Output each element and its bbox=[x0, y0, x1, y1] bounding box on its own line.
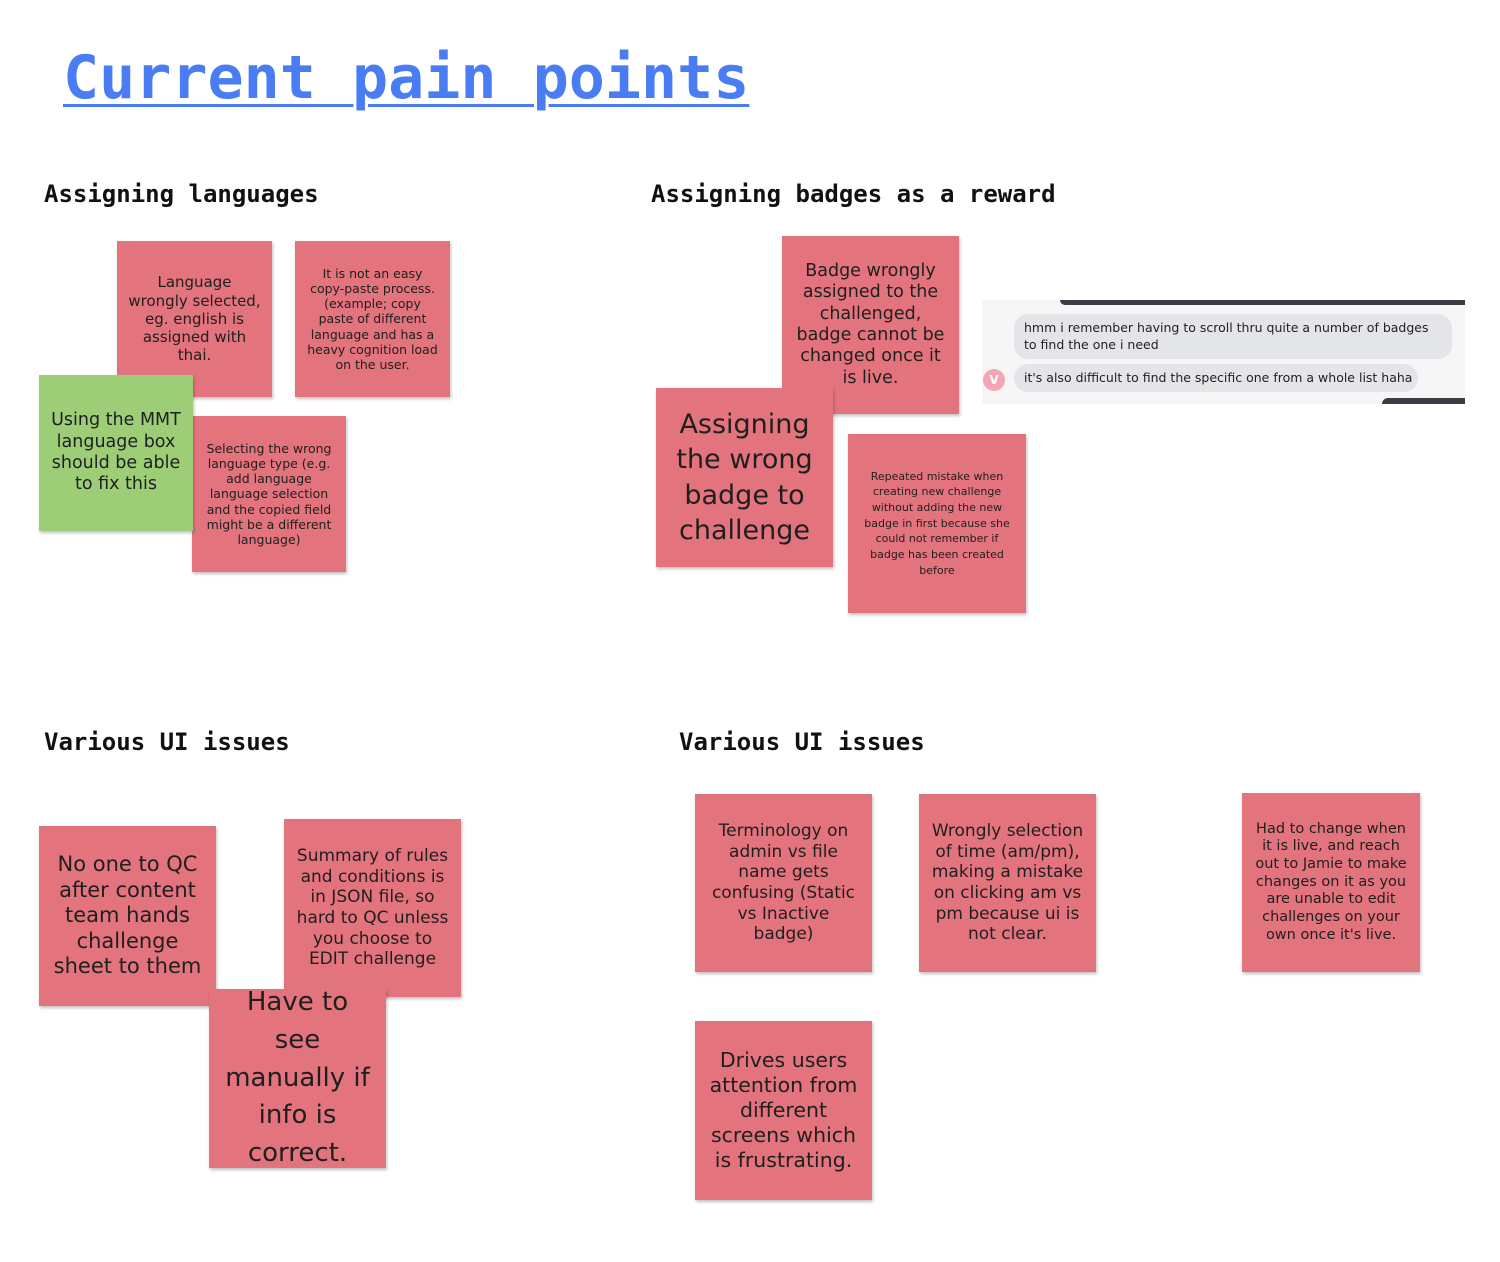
sticky-note-text: Summary of rules and conditions is in JS… bbox=[296, 845, 449, 970]
chat-screenshot: hmm i remember having to scroll thru qui… bbox=[982, 300, 1465, 404]
section-heading-ui-issues-right: Various UI issues bbox=[679, 728, 925, 756]
sticky-note-wrong-badge-to-challenge[interactable]: Assigning the wrong badge to challenge bbox=[656, 388, 833, 567]
sticky-note-language-wrongly-selected[interactable]: Language wrongly selected, eg. english i… bbox=[117, 241, 272, 397]
sticky-note-text: Selecting the wrong language type (e.g. … bbox=[206, 440, 332, 548]
page-title: Current pain points bbox=[63, 43, 750, 113]
sticky-note-json-summary[interactable]: Summary of rules and conditions is in JS… bbox=[284, 819, 461, 997]
sticky-note-text: Terminology on admin vs file name gets c… bbox=[711, 820, 856, 945]
chat-window-edge bbox=[1382, 398, 1465, 404]
sticky-note-text: It is not an easy copy-paste process. (e… bbox=[307, 265, 438, 373]
chat-message-bubble: it's also difficult to find the specific… bbox=[1014, 364, 1418, 392]
section-heading-assigning-badges: Assigning badges as a reward bbox=[651, 180, 1056, 208]
sticky-note-no-qc[interactable]: No one to QC after content team hands ch… bbox=[39, 826, 216, 1006]
avatar: V bbox=[983, 369, 1005, 391]
sticky-note-text: Language wrongly selected, eg. english i… bbox=[128, 273, 261, 365]
sticky-note-mmt-language-box[interactable]: Using the MMT language box should be abl… bbox=[39, 375, 193, 531]
sticky-note-time-selection[interactable]: Wrongly selection of time (am/pm), makin… bbox=[919, 794, 1096, 972]
sticky-note-text: Using the MMT language box should be abl… bbox=[51, 410, 181, 495]
sticky-note-text: Badge wrongly assigned to the challenged… bbox=[796, 260, 945, 388]
sticky-note-text: No one to QC after content team hands ch… bbox=[53, 851, 202, 979]
sticky-note-change-when-live[interactable]: Had to change when it is live, and reach… bbox=[1242, 793, 1420, 972]
sticky-note-text: Drives users attention from different sc… bbox=[709, 1048, 858, 1172]
chat-window-edge bbox=[1060, 300, 1465, 305]
sticky-note-drives-attention[interactable]: Drives users attention from different sc… bbox=[695, 1021, 872, 1200]
sticky-note-manual-check[interactable]: Have to see manually if info is correct. bbox=[209, 987, 386, 1168]
sticky-note-text: Assigning the wrong badge to challenge bbox=[676, 409, 813, 546]
sticky-note-wrong-language-type[interactable]: Selecting the wrong language type (e.g. … bbox=[192, 416, 346, 572]
section-heading-ui-issues-left: Various UI issues bbox=[44, 728, 290, 756]
section-heading-assigning-languages: Assigning languages bbox=[44, 180, 319, 208]
sticky-note-text: Wrongly selection of time (am/pm), makin… bbox=[931, 820, 1084, 945]
sticky-note-terminology[interactable]: Terminology on admin vs file name gets c… bbox=[695, 794, 872, 972]
sticky-note-copy-paste-process[interactable]: It is not an easy copy-paste process. (e… bbox=[295, 241, 450, 397]
sticky-note-badge-wrongly-assigned[interactable]: Badge wrongly assigned to the challenged… bbox=[782, 236, 959, 414]
sticky-note-text: Have to see manually if info is correct. bbox=[225, 987, 370, 1169]
sticky-note-text: Repeated mistake when creating new chall… bbox=[864, 469, 1010, 577]
sticky-note-repeated-mistake[interactable]: Repeated mistake when creating new chall… bbox=[848, 434, 1026, 613]
chat-message-bubble: hmm i remember having to scroll thru qui… bbox=[1014, 314, 1452, 359]
sticky-note-text: Had to change when it is live, and reach… bbox=[1255, 820, 1407, 943]
